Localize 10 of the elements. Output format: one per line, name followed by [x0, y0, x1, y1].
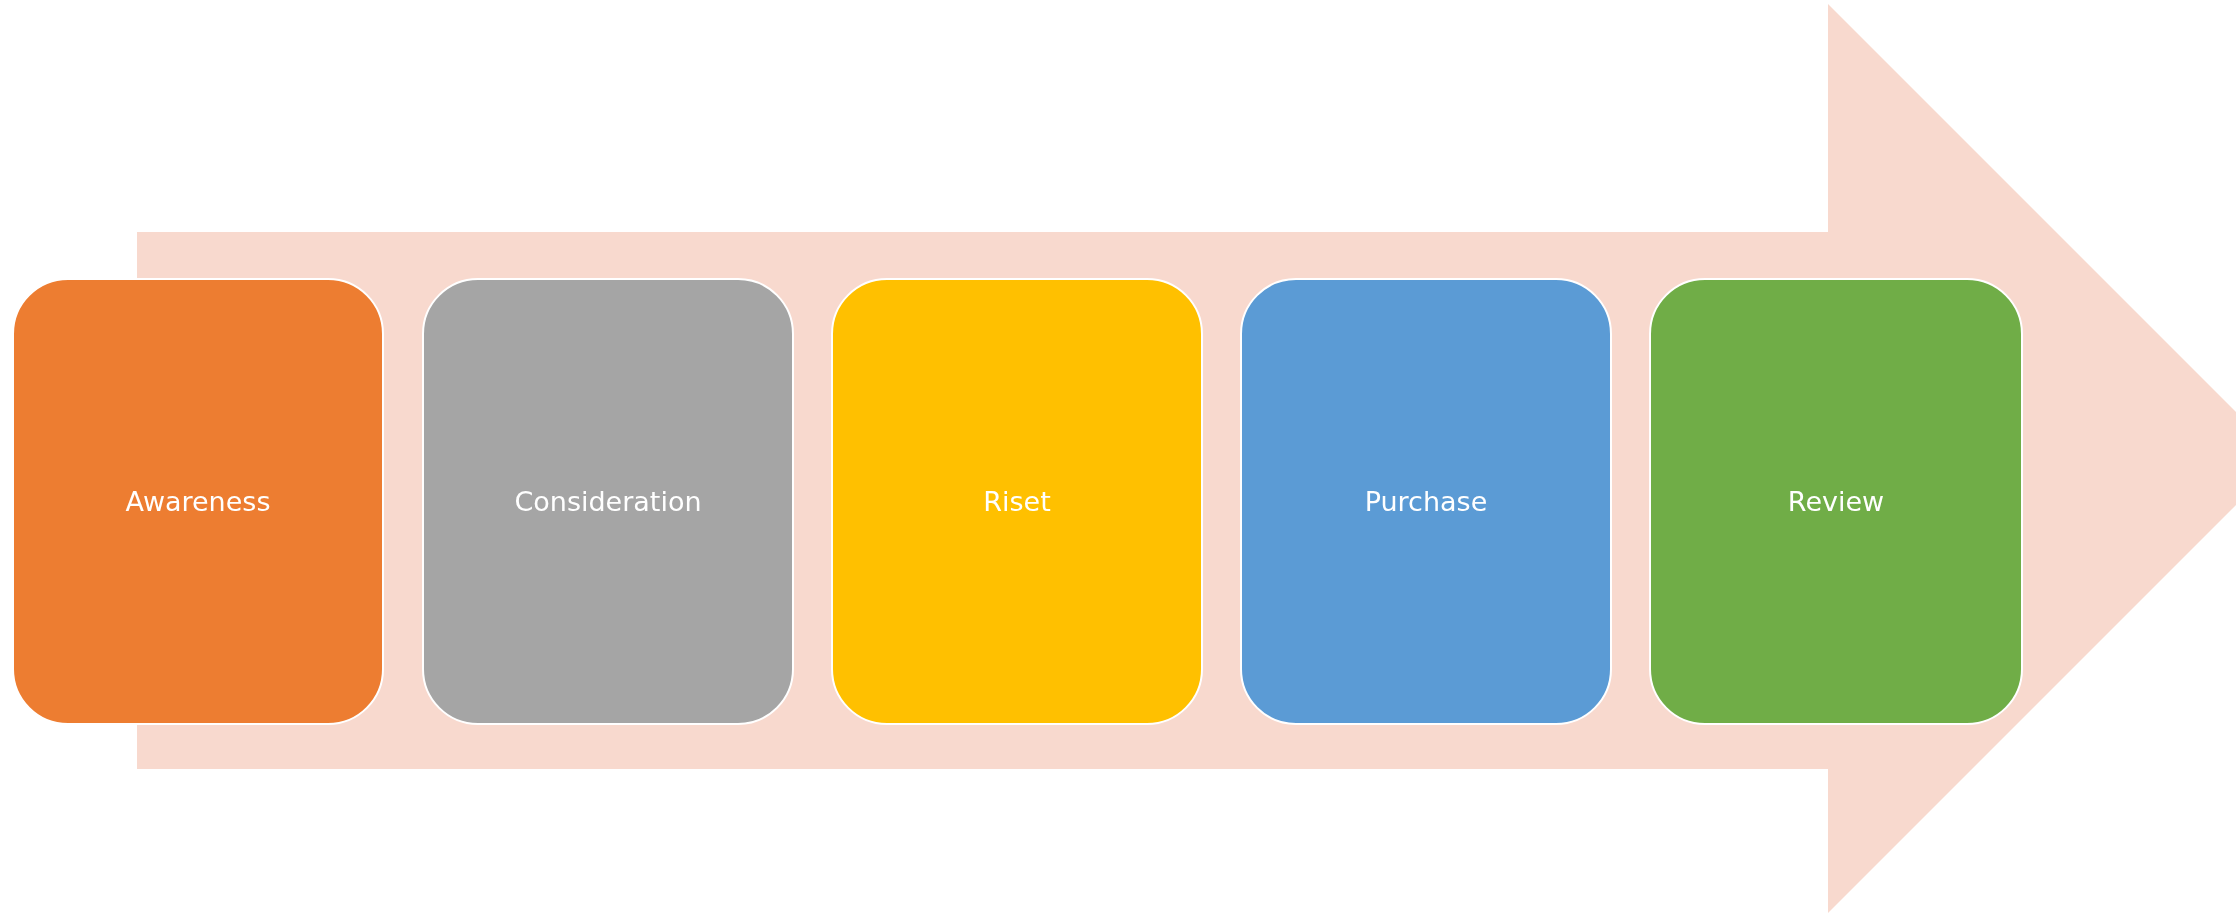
stage-label: Review — [1787, 486, 1885, 517]
stage-label: Consideration — [514, 486, 702, 517]
stage-box — [12, 278, 384, 725]
stage-label: Awareness — [125, 486, 271, 517]
stage-box — [831, 278, 1203, 725]
stage-label: Riset — [983, 486, 1051, 517]
stage-box — [1240, 278, 1612, 725]
stage-label: Purchase — [1364, 486, 1488, 517]
stage-box — [422, 278, 794, 725]
stage-box — [1649, 278, 2023, 725]
